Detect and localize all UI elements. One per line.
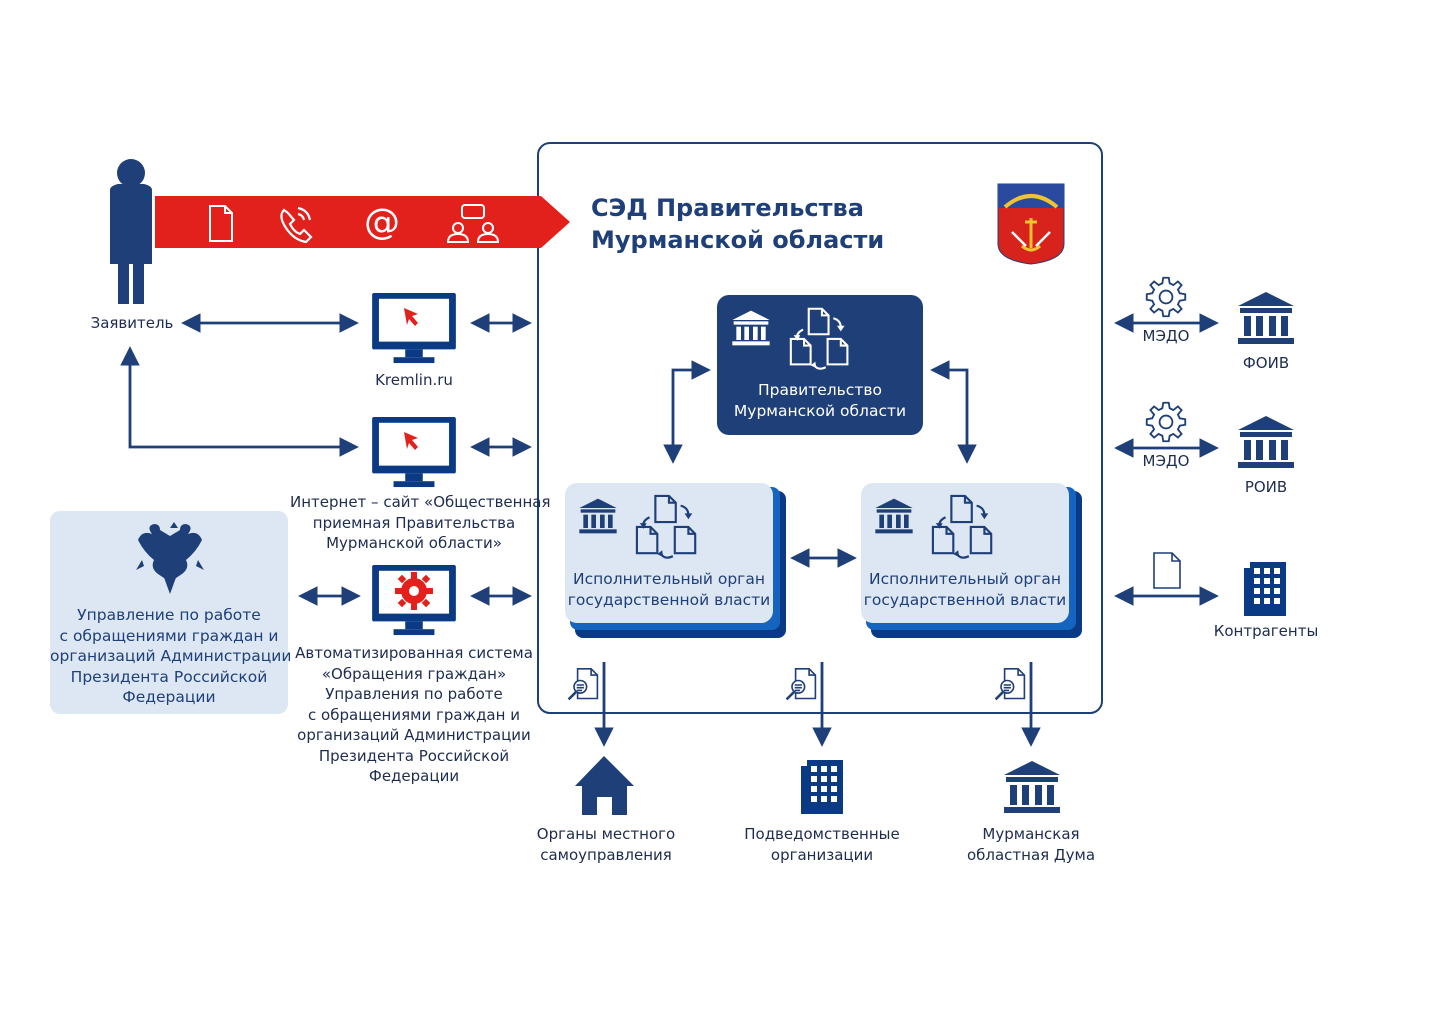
arrow-gov-exec-right — [930, 360, 977, 464]
executive-right-line2: государственной власти — [863, 590, 1067, 609]
gear-icon-medo-2 — [1145, 401, 1187, 443]
gear-icon-medo-1 — [1145, 276, 1187, 318]
local-government-label: Органы местного самоуправления — [530, 824, 682, 865]
arrow-gov-exec-left — [663, 360, 711, 464]
duma-building-icon — [1004, 761, 1060, 813]
subordinate-office-icon — [801, 760, 843, 814]
sed-title-line2: Мурманской области — [591, 226, 885, 254]
government-line1: Правительство — [758, 381, 882, 399]
executive-left-line2: государственной власти — [567, 590, 771, 609]
duma-line2: областная Дума — [966, 845, 1096, 864]
presidential-admin-label: Управление по работе с обращениями гражд… — [50, 605, 292, 708]
executive-right-label: Исполнительный орган государственной вла… — [861, 569, 1069, 610]
contract-document-icon — [1153, 552, 1181, 589]
subordinate-orgs-line2: организации — [770, 845, 874, 864]
subordinate-orgs-label: Подведомственные организации — [742, 824, 902, 865]
russian-eagle-icon — [136, 522, 204, 594]
at-sign-icon: @ — [364, 202, 400, 243]
internet-site-line3: Мурманской области» — [326, 534, 502, 552]
internet-site-line1: Интернет – сайт «Общественная — [290, 493, 551, 511]
government-card — [717, 295, 923, 435]
foiv-label: ФОИВ — [1242, 354, 1290, 372]
roiv-label: РОИВ — [1244, 478, 1288, 496]
sed-title-line1: СЭД Правительства — [591, 194, 864, 222]
flow-arrows — [120, 313, 1219, 606]
murmansk-coat-of-arms — [997, 183, 1065, 265]
internet-monitor-icon — [372, 416, 456, 488]
system-monitor-icon — [372, 564, 456, 636]
internet-site-line2: приемная Правительства — [312, 513, 516, 532]
presidential-admin-line1: Управление по работе — [77, 606, 261, 624]
government-line2: Мурманской области — [733, 401, 907, 420]
sed-title: СЭД Правительства Мурманской области — [591, 192, 884, 256]
government-label: Правительство Мурманской области — [717, 380, 923, 421]
internet-site-label: Интернет – сайт «Общественная приемная П… — [290, 492, 551, 554]
applicant-icon — [110, 159, 152, 304]
duma-line1: Мурманская — [982, 825, 1080, 843]
arrow-internet-applicant — [120, 346, 359, 457]
executive-right-card — [861, 483, 1069, 623]
system-line4: с обращениями граждан и — [308, 705, 520, 724]
system-line6: Президента Российской — [318, 746, 510, 765]
down-arrows — [594, 662, 1041, 747]
presidential-admin-line5: Федерации — [122, 688, 216, 706]
contractors-office-icon — [1244, 562, 1286, 616]
presidential-admin-line4: Президента Российской — [70, 667, 268, 686]
local-government-line1: Органы местного — [536, 825, 676, 843]
system-label: Автоматизированная система «Обращения гр… — [290, 643, 538, 787]
system-line7: Федерации — [368, 767, 460, 785]
document-icon — [209, 205, 233, 242]
medo-label-1: МЭДО — [1142, 327, 1190, 345]
local-government-line2: самоуправления — [540, 845, 672, 864]
foiv-building-icon — [1238, 292, 1294, 344]
local-government-house-icon — [575, 756, 634, 815]
executive-left-card — [565, 483, 773, 623]
chat-users-icon — [446, 204, 500, 243]
duma-label: Мурманская областная Дума — [960, 824, 1102, 865]
presidential-admin-box — [50, 511, 288, 714]
system-line5: организаций Администрации — [297, 726, 531, 744]
system-line1: Автоматизированная система — [295, 644, 533, 662]
roiv-building-icon — [1238, 416, 1294, 468]
system-line2: «Обращения граждан» — [321, 664, 507, 683]
system-line3: Управления по работе — [325, 685, 503, 703]
applicant-label: Заявитель — [90, 314, 174, 332]
presidential-admin-line3: организаций Администрации — [50, 647, 292, 665]
presidential-admin-line2: с обращениями граждан и — [59, 626, 279, 645]
contractors-label: Контрагенты — [1213, 622, 1319, 640]
phone-icon — [280, 206, 313, 244]
kremlin-label: Kremlin.ru — [375, 371, 453, 389]
subordinate-orgs-line1: Подведомственные — [744, 825, 900, 843]
executive-left-line1: Исполнительный орган — [573, 570, 765, 588]
appeal-channels-banner — [155, 196, 570, 248]
executive-right-line1: Исполнительный орган — [869, 570, 1061, 588]
kremlin-monitor-icon — [372, 292, 456, 364]
executive-left-label: Исполнительный орган государственной вла… — [565, 569, 773, 610]
medo-label-2: МЭДО — [1142, 452, 1190, 470]
